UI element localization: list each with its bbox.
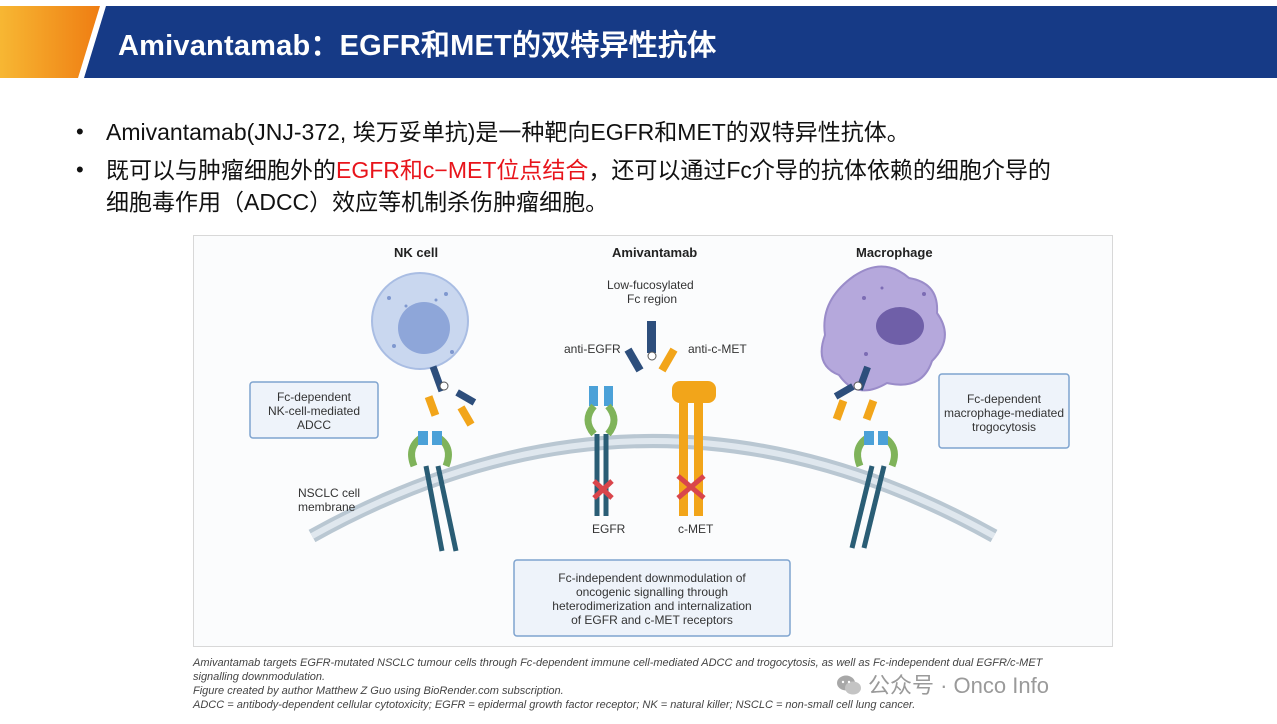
bullet-highlight: EGFR和c−MET位点结合	[336, 157, 589, 183]
mac-box-text-3: trogocytosis	[971, 420, 1037, 434]
nk-box-text-3: ADCC	[296, 418, 331, 432]
watermark-text: 公众号 · Onco Info	[868, 673, 1049, 698]
mac-box-text-1: Fc-dependent	[966, 392, 1042, 406]
bottom-box-text-4: of EGFR and c-MET receptors	[571, 613, 733, 627]
bottom-box-text-1: Fc-independent downmodulation of	[558, 571, 746, 585]
macrophage-graphic	[820, 265, 946, 392]
macrophage-receptor	[849, 431, 898, 549]
macrophage-trogocytosis-box	[938, 373, 1070, 449]
bullet-dot: •	[76, 157, 84, 182]
bullet-item-1: • Amivantamab(JNJ-372, 埃万妥单抗)是一种靶向EGFR和M…	[72, 116, 1232, 148]
membrane-label-2: membrane	[298, 500, 356, 514]
header-title-bar	[84, 6, 1277, 78]
nk-box-text-2: NK-cell-mediated	[267, 404, 361, 418]
cmet-receptor	[672, 381, 716, 516]
macrophage-label: Macrophage	[856, 245, 933, 260]
figure-caption: Amivantamab targets EGFR-mutated NSCLC t…	[193, 656, 1123, 712]
header-accent-shape	[0, 6, 100, 78]
wechat-icon	[837, 675, 861, 695]
nk-adcc-box	[249, 381, 379, 439]
fc-region-label-1: Low-fucosylated	[607, 278, 694, 292]
bullet-text-1: Amivantamab(JNJ-372, 埃万妥单抗)是一种靶向EGFR和MET…	[106, 119, 910, 145]
anti-egfr-label: anti-EGFR	[564, 342, 621, 356]
mac-box-text-2: macrophage-mediated	[943, 406, 1065, 420]
egfr-label: EGFR	[592, 522, 626, 536]
bottom-box-text-2: oncogenic signalling through	[575, 585, 729, 599]
membrane-arc-inner	[310, 438, 996, 539]
nk-cell-label: NK cell	[394, 245, 439, 260]
fc-region-label-2: Fc region	[627, 292, 678, 306]
caption-line-2: signalling downmodulation.	[193, 671, 326, 683]
egfr-receptor	[584, 386, 618, 516]
mechanism-figure: NK cell Amivantamab Macrophage Low-fucos…	[193, 235, 1113, 647]
bottom-box-text-3: heterodimerization and internalization	[552, 599, 752, 613]
cmet-label: c-MET	[678, 522, 714, 536]
nk-antibody	[424, 365, 477, 427]
bullet-dot: •	[76, 119, 84, 144]
bullet-text-2c: 细胞毒作用（ADCC）效应等机制杀伤肿瘤细胞。	[106, 189, 609, 215]
header-banner	[0, 6, 1277, 78]
bullet-list: • Amivantamab(JNJ-372, 埃万妥单抗)是一种靶向EGFR和M…	[72, 116, 1232, 224]
page-title: Amivantamab：EGFR和MET的双特异性抗体	[118, 30, 717, 62]
downmodulation-box	[513, 559, 791, 637]
anti-cmet-label: anti-c-MET	[688, 342, 747, 356]
amivantamab-label: Amivantamab	[612, 245, 698, 260]
caption-line-1: Amivantamab targets EGFR-mutated NSCLC t…	[193, 657, 1043, 669]
slide-header: Amivantamab：EGFR和MET的双特异性抗体	[0, 0, 1277, 82]
nk-box-text-1: Fc-dependent	[276, 390, 352, 404]
watermark: 公众号 · Onco Info	[836, 668, 1049, 700]
nk-receptor	[408, 431, 459, 552]
macrophage-antibody	[832, 365, 878, 421]
bullet-text-2b: ，还可以通过Fc介导的抗体依赖的细胞介导的	[588, 157, 1051, 183]
membrane-label-1: NSCLC cell	[298, 486, 361, 500]
caption-line-4: ADCC = antibody-dependent cellular cytot…	[193, 699, 916, 711]
amivantamab-antibody	[624, 321, 678, 373]
caption-line-3: Figure created by author Matthew Z Guo u…	[193, 685, 564, 697]
bullet-text-2a: 既可以与肿瘤细胞外的	[106, 157, 336, 183]
figure-graphic	[194, 236, 1112, 646]
nk-cell-graphic	[371, 272, 469, 370]
bullet-item-2: • 既可以与肿瘤细胞外的EGFR和c−MET位点结合，还可以通过Fc介导的抗体依…	[72, 154, 1232, 218]
